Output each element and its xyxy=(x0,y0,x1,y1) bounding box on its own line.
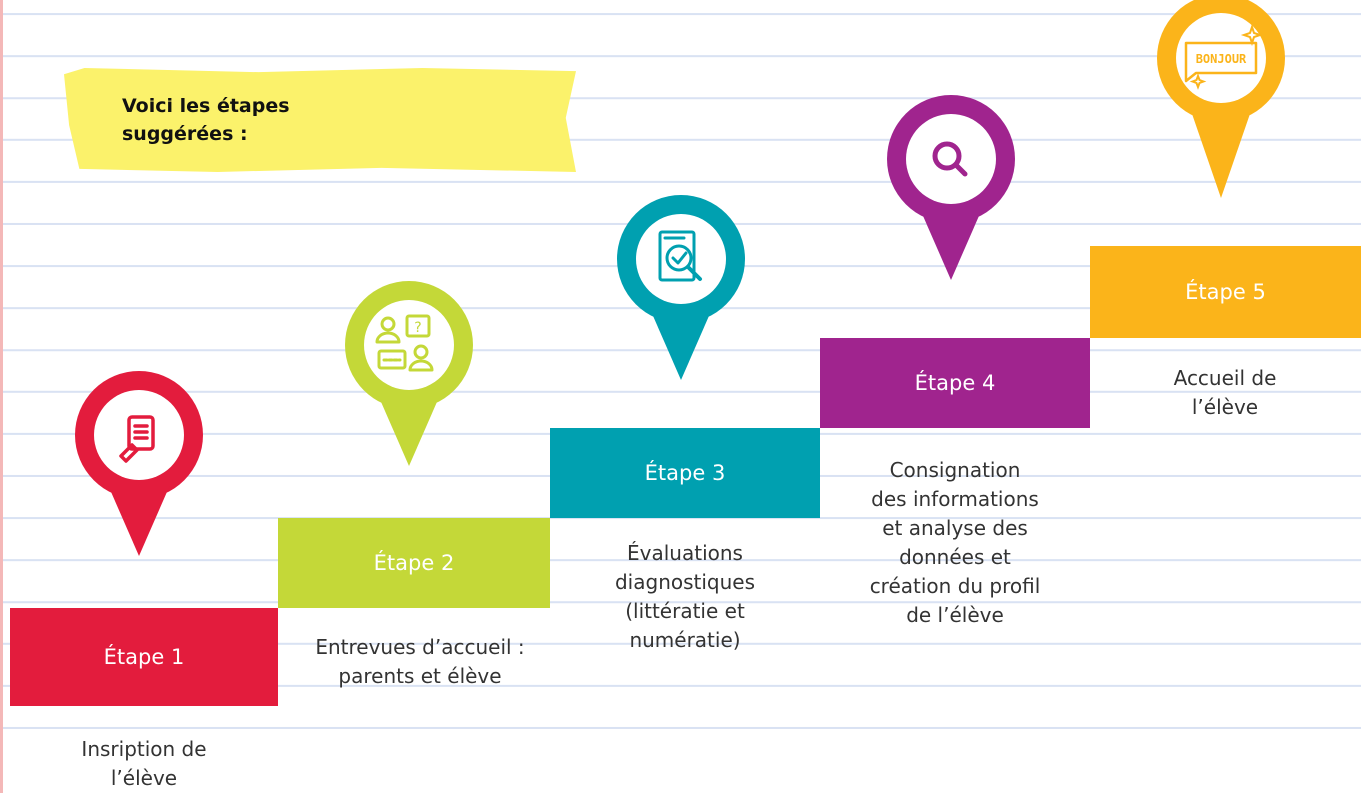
step-2-pin: ? xyxy=(334,270,484,470)
step-3-pin xyxy=(606,184,756,384)
step-5-description: Accueil de l’élève xyxy=(1100,364,1350,422)
notebook-margin-line xyxy=(0,0,3,793)
search-icon xyxy=(932,141,968,177)
step-3-desc-line: (littératie et xyxy=(625,599,745,623)
step-2-desc-line: Entrevues d’accueil : xyxy=(315,635,525,659)
step-1-desc-line: l’élève xyxy=(110,766,178,790)
step-1-label: Étape 1 xyxy=(103,645,185,669)
step-5-pin: BONJOUR xyxy=(1146,0,1296,203)
step-2-block: Étape 2 xyxy=(278,518,550,608)
step-1-block: Étape 1 xyxy=(10,608,278,706)
intro-line-1: Voici les étapes xyxy=(122,95,290,117)
step-2-label: Étape 2 xyxy=(373,551,455,575)
step-4-pin xyxy=(876,84,1026,284)
intro-text: Voici les étapes suggérées : xyxy=(122,92,382,148)
step-5-desc-line: Accueil de xyxy=(1173,366,1277,390)
step-3-description: Évaluations diagnostiques (littératie et… xyxy=(560,539,810,655)
step-4-desc-line: des informations xyxy=(871,487,1039,511)
step-3-desc-line: diagnostiques xyxy=(614,570,756,594)
step-4-desc-line: données et xyxy=(899,545,1011,569)
step-1-description: Insription de l’élève xyxy=(10,735,278,793)
step-4-desc-line: et analyse des xyxy=(882,516,1028,540)
bonjour-speech-bubble-icon: BONJOUR xyxy=(1184,23,1264,90)
intro-highlight xyxy=(64,68,576,172)
step-3-desc-line: Évaluations xyxy=(627,541,743,565)
step-2-desc-line: parents et élève xyxy=(338,664,502,688)
step-4-desc-line: de l’élève xyxy=(906,603,1004,627)
bonjour-text: BONJOUR xyxy=(1196,52,1247,66)
step-4-label: Étape 4 xyxy=(914,371,996,395)
step-5-desc-line: l’élève xyxy=(1191,395,1259,419)
conversation-question-icon: ? xyxy=(375,314,434,372)
document-magnifier-check-icon xyxy=(658,230,702,282)
document-pencil-icon xyxy=(119,415,155,463)
step-3-block: Étape 3 xyxy=(550,428,820,518)
step-4-description: Consignation des informations et analyse… xyxy=(830,456,1080,630)
step-3-desc-line: numératie) xyxy=(629,628,741,652)
step-5-label: Étape 5 xyxy=(1185,280,1266,304)
step-1-desc-line: Insription de xyxy=(81,737,207,761)
step-4-desc-line: Consignation xyxy=(889,458,1021,482)
svg-text:?: ? xyxy=(414,320,421,336)
step-5-block: Étape 5 xyxy=(1090,246,1361,338)
step-4-desc-line: création du profil xyxy=(869,574,1041,598)
step-3-label: Étape 3 xyxy=(644,461,726,485)
step-1-pin xyxy=(64,360,214,560)
intro-line-2: suggérées : xyxy=(122,123,248,145)
step-2-description: Entrevues d’accueil : parents et élève xyxy=(278,633,562,691)
step-4-block: Étape 4 xyxy=(820,338,1090,428)
